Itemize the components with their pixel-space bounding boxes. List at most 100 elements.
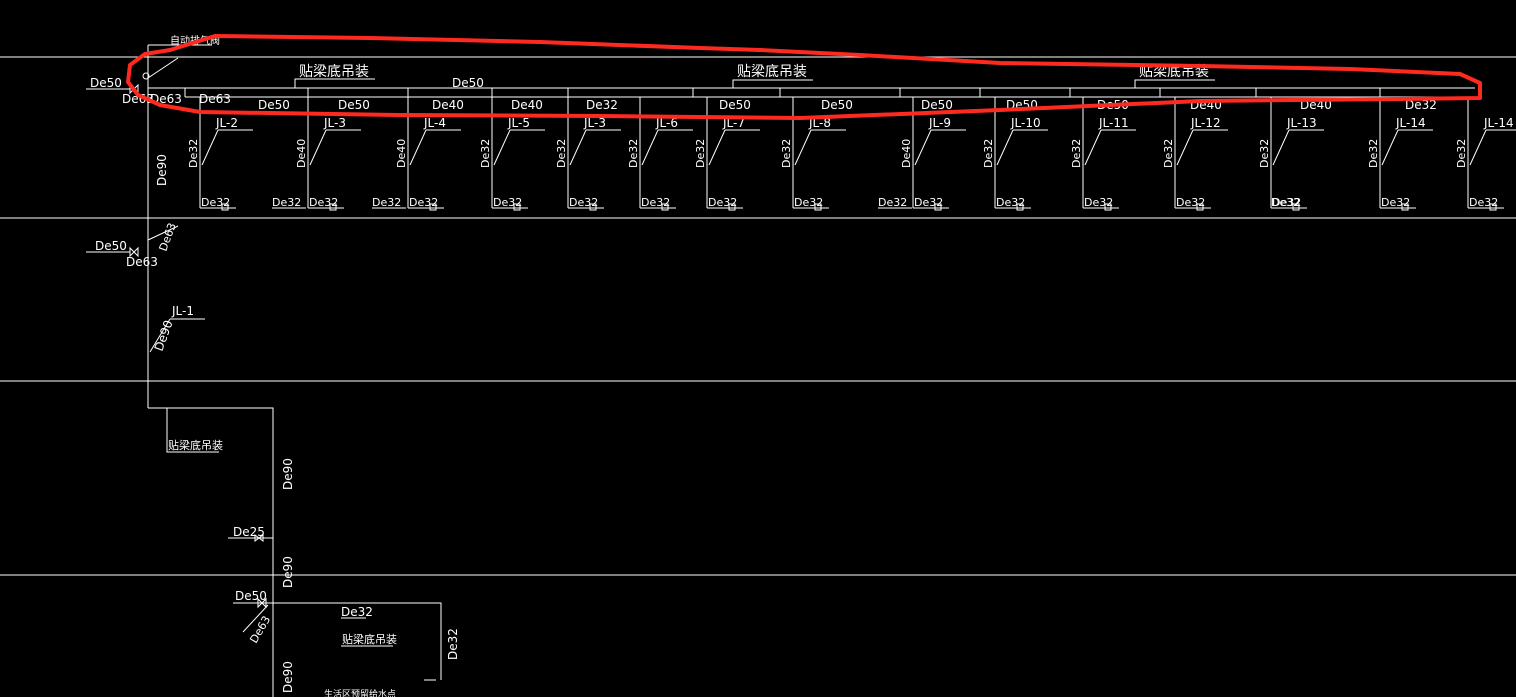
branch-pipe-size: De32 — [1258, 139, 1271, 168]
branch-pipe-size: De40 — [295, 139, 308, 168]
extra-valve-size: De32 — [272, 196, 301, 209]
branch-pipe-size: De32 — [1070, 139, 1083, 168]
branch-tag: JL-8 — [808, 116, 831, 130]
branch-risers: JL-2De32De32JL-3De40De32JL-4De40De32JL-5… — [187, 97, 1516, 211]
mid-de63-b: De63 — [157, 221, 179, 253]
branch-pipe-size: De32 — [479, 139, 492, 168]
tag-leader — [794, 129, 812, 166]
branch-pipe-size: De32 — [1455, 139, 1468, 168]
tag-leader — [996, 129, 1014, 166]
valve-symbol — [1292, 203, 1300, 211]
branch-tag: JL-14 — [1483, 116, 1514, 130]
extra-valve-size: De32 — [1271, 196, 1300, 209]
jl1-leader — [149, 318, 171, 353]
mid-de50: De50 — [95, 239, 127, 253]
beam-hang-label-4: 贴梁底吊装 — [168, 438, 223, 452]
branch-tag: JL-10 — [1010, 116, 1041, 130]
beam-label-leaders — [294, 78, 1215, 88]
valve-size: De32 — [1272, 196, 1301, 209]
beam-hang-leader-4 — [166, 408, 219, 453]
branch-tag: JL-13 — [1286, 116, 1317, 130]
segment-pipe-label: De50 — [258, 98, 290, 112]
static-lines — [0, 44, 1516, 697]
valve-symbol — [1196, 203, 1204, 211]
valve-size: De32 — [309, 196, 338, 209]
riser-de90-label-5: De90 — [281, 661, 295, 693]
inlet-diagonal-top — [147, 57, 179, 79]
segment-pipe-label: De32 — [1405, 98, 1437, 112]
valve-size: De32 — [641, 196, 670, 209]
beam-hang-label-2: 贴梁底吊装 — [737, 64, 807, 80]
riser-de90-label-2: De90 — [152, 318, 176, 353]
valve-symbol — [1489, 203, 1497, 211]
branch-pipe-size: De40 — [900, 139, 913, 168]
tag-leader — [1176, 129, 1194, 166]
tag-leader — [1469, 129, 1487, 166]
branch-tag: JL-11 — [1098, 116, 1129, 130]
beam-hang-leader-2 — [732, 79, 813, 88]
tag-leader — [708, 129, 726, 166]
tag-leader — [641, 129, 659, 166]
valve-size: De32 — [1176, 196, 1205, 209]
valve-symbol-bottom — [257, 597, 267, 609]
valve-cluster-mid — [129, 246, 139, 258]
tag-leader — [1381, 129, 1399, 166]
valve-size: De32 — [1084, 196, 1113, 209]
tag-leader — [1084, 129, 1102, 166]
valve-symbol — [1401, 203, 1409, 211]
valve-size: De32 — [493, 196, 522, 209]
segment-pipe-label: De50 — [821, 98, 853, 112]
branch-pipe-size: De32 — [555, 139, 568, 168]
valve-size: De32 — [201, 196, 230, 209]
segment-pipe-label: De50 — [719, 98, 751, 112]
bottom-de32-label-b: De32 — [446, 628, 460, 660]
top-left-de63-c: De63 — [199, 92, 231, 106]
valve-symbol — [728, 203, 736, 211]
extra-valve-size: De32 — [878, 196, 907, 209]
bottom-de63-label: De63 — [247, 614, 273, 646]
branch-pipe-size: De32 — [1367, 139, 1380, 168]
valve-size: De32 — [914, 196, 943, 209]
valve-size: De32 — [708, 196, 737, 209]
valve-size: De32 — [409, 196, 438, 209]
tag-leader — [569, 129, 587, 166]
branch-tag: JL-7 — [722, 116, 745, 130]
valve-cluster-bottom — [254, 534, 267, 609]
tag-leader — [1272, 129, 1290, 166]
valve-size: De32 — [569, 196, 598, 209]
valve-symbol — [661, 203, 669, 211]
valve-symbol — [589, 203, 597, 211]
branch-pipe-size: De32 — [187, 139, 200, 168]
top-left-de50: De50 — [90, 76, 122, 90]
mid-de63: De63 — [126, 255, 158, 269]
valve-symbol — [1104, 203, 1112, 211]
valve-size: De32 — [794, 196, 823, 209]
tag-leader — [201, 129, 219, 166]
riser-de90-label-1: De90 — [155, 154, 169, 186]
branch-tag: JL-5 — [507, 116, 530, 130]
valve-symbol — [1016, 203, 1024, 211]
valve-symbol-mid — [129, 246, 139, 258]
tag-leader — [914, 129, 932, 166]
valve-circle — [142, 72, 150, 80]
tag-leader — [493, 129, 511, 166]
valve-size: De32 — [1381, 196, 1410, 209]
segment-pipe-label: De40 — [432, 98, 464, 112]
riser-de90-label-3: De90 — [281, 458, 295, 490]
branch-pipe-size: De40 — [395, 139, 408, 168]
branch-tag: JL-3 — [323, 116, 346, 130]
bottom-branch-pipe — [273, 602, 442, 680]
segment-pipe-label: De50 — [338, 98, 370, 112]
extra-valve-size: De32 — [372, 196, 401, 209]
